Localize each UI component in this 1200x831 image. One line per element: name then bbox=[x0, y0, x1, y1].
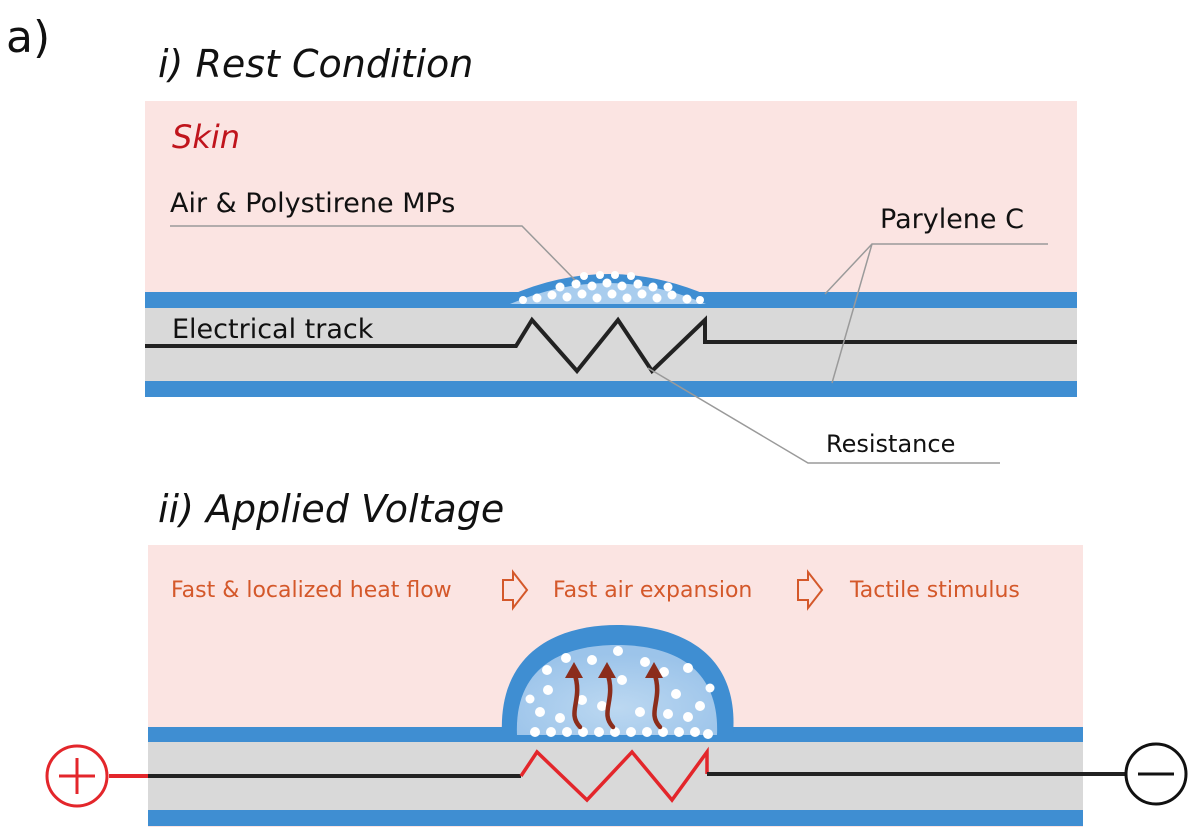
panel-label: a) bbox=[6, 12, 50, 63]
applied-voltage-title: ii) Applied Voltage bbox=[158, 487, 504, 531]
electrical-track-label: Electrical track bbox=[172, 314, 374, 345]
rest-condition-title: i) Rest Condition bbox=[158, 42, 473, 86]
applied-microparticles bbox=[525, 646, 715, 739]
resistance-leader bbox=[647, 367, 1000, 464]
air-mps-label: Air & Polystirene MPs bbox=[170, 188, 455, 219]
parylene-label: Parylene C bbox=[880, 204, 1024, 235]
heat-arrow-2-icon bbox=[604, 669, 616, 730]
rest-microparticles bbox=[519, 271, 704, 304]
resistance-label: Resistance bbox=[826, 430, 955, 458]
skin-label: Skin bbox=[172, 118, 240, 156]
step-tactile-stimulus: Tactile stimulus bbox=[849, 578, 1020, 603]
negative-terminal-icon bbox=[1124, 742, 1188, 806]
parylene-leader-bottom bbox=[831, 243, 873, 384]
parylene-bottom-layer bbox=[145, 381, 1077, 397]
heat-flow-arrows bbox=[571, 669, 663, 730]
rest-wire bbox=[145, 315, 1077, 375]
heat-arrowheads bbox=[565, 662, 663, 678]
heat-arrow-1-icon bbox=[571, 669, 583, 730]
step-heat-flow: Fast & localized heat flow bbox=[171, 578, 452, 603]
applied-voltage-diagram: Fast & localized heat flow Fast air expa… bbox=[45, 545, 1188, 827]
positive-terminal-icon bbox=[45, 744, 109, 808]
step-arrow-1-icon bbox=[502, 569, 529, 611]
parylene-bottom-layer-applied bbox=[148, 810, 1083, 826]
rest-condition-diagram: Skin Electrical track Air & Polystirene … bbox=[145, 101, 1077, 464]
step-air-expansion: Fast air expansion bbox=[553, 578, 752, 603]
air-mps-leader bbox=[170, 225, 576, 281]
step-arrow-2-icon bbox=[797, 569, 824, 611]
active-resistor bbox=[519, 746, 709, 803]
heat-arrow-3-icon bbox=[651, 669, 663, 730]
